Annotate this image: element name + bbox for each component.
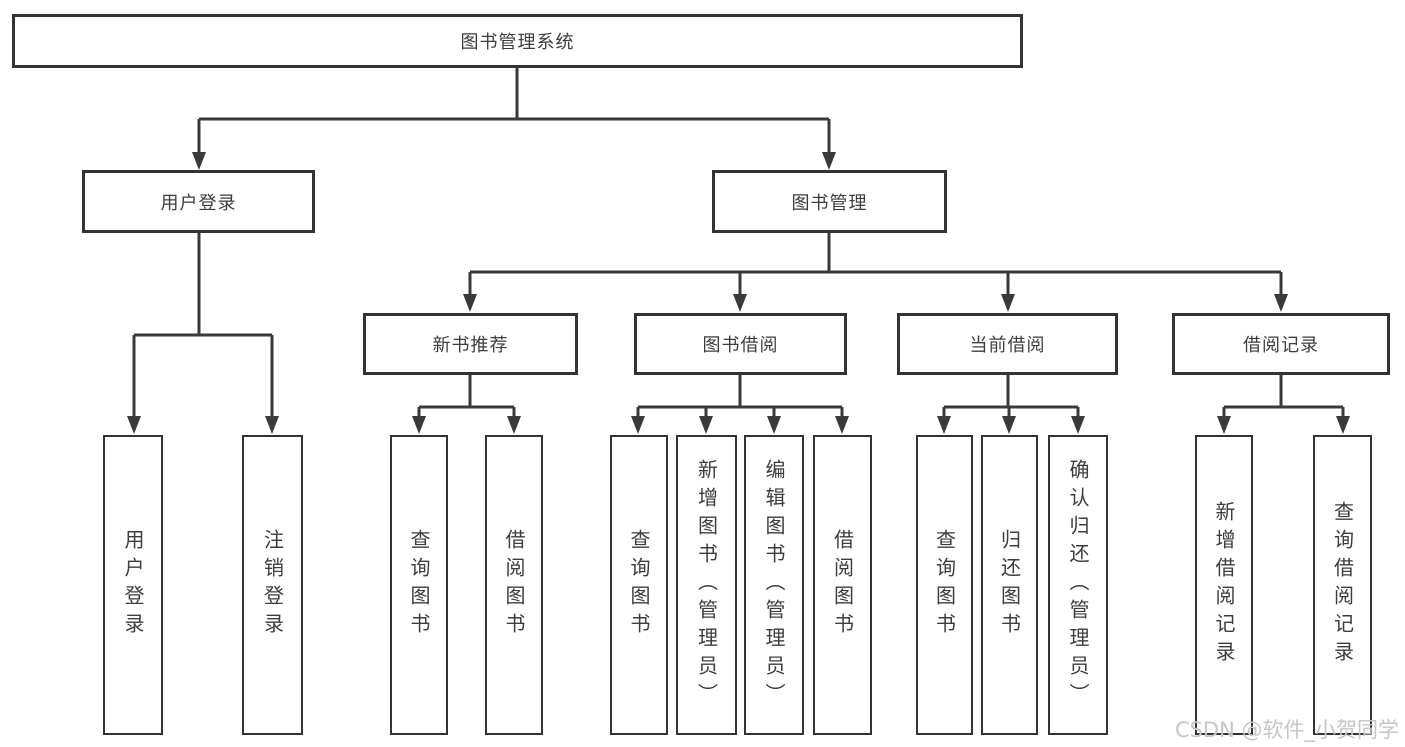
node-root-label: 图书管理系统 — [460, 32, 575, 53]
leaf-current-confirm-label: 确认归还（管理员） — [1066, 459, 1090, 711]
leaf-user-login-label: 用户登录 — [121, 529, 145, 641]
leaf-logout: 注销登录 — [242, 435, 303, 735]
node-book-borrow: 图书借阅 — [634, 313, 847, 375]
leaf-newbook-query-label: 查询图书 — [407, 529, 431, 641]
node-new-book: 新书推荐 — [363, 313, 578, 375]
leaf-user-login: 用户登录 — [103, 435, 163, 735]
leaf-borrow-add: 新增图书（管理员） — [676, 435, 737, 735]
leaf-current-query-label: 查询图书 — [932, 529, 957, 641]
leaf-records-query: 查询借阅记录 — [1313, 435, 1372, 735]
node-new-book-label: 新书推荐 — [432, 335, 509, 356]
leaf-current-return: 归还图书 — [981, 435, 1038, 735]
leaf-records-add: 新增借阅记录 — [1195, 435, 1253, 735]
leaf-borrow-borrow: 借阅图书 — [813, 435, 872, 735]
leaf-newbook-borrow: 借阅图书 — [485, 435, 543, 735]
leaf-borrow-borrow-label: 借阅图书 — [830, 529, 855, 641]
node-borrow-records-label: 借阅记录 — [1243, 335, 1319, 356]
leaf-newbook-query: 查询图书 — [390, 435, 448, 735]
node-book-borrow-label: 图书借阅 — [702, 335, 779, 356]
node-book-mgmt-label: 图书管理 — [791, 192, 868, 214]
connector-lines — [132, 68, 1345, 417]
node-book-mgmt: 图书管理 — [712, 170, 947, 233]
leaf-borrow-edit: 编辑图书（管理员） — [744, 435, 804, 735]
node-current-borrow: 当前借阅 — [897, 313, 1118, 375]
watermark: CSDN @软件_小贺同学 — [1174, 718, 1399, 742]
leaf-current-query: 查询图书 — [916, 435, 973, 735]
leaf-borrow-edit-label: 编辑图书（管理员） — [762, 459, 786, 711]
leaf-current-return-label: 归还图书 — [997, 529, 1022, 641]
node-borrow-records: 借阅记录 — [1172, 313, 1390, 375]
node-current-borrow-label: 当前借阅 — [969, 335, 1046, 356]
leaf-borrow-add-label: 新增图书（管理员） — [694, 459, 719, 711]
leaf-newbook-borrow-label: 借阅图书 — [502, 529, 526, 641]
leaf-borrow-query: 查询图书 — [610, 435, 668, 735]
leaf-records-add-label: 新增借阅记录 — [1212, 501, 1236, 669]
leaf-borrow-query-label: 查询图书 — [627, 529, 651, 641]
leaf-records-query-label: 查询借阅记录 — [1330, 501, 1355, 669]
node-user-login: 用户登录 — [82, 170, 315, 233]
leaf-logout-label: 注销登录 — [260, 529, 285, 641]
leaf-current-confirm: 确认归还（管理员） — [1048, 435, 1108, 735]
node-root: 图书管理系统 — [12, 14, 1023, 68]
node-user-login-label: 用户登录 — [160, 192, 237, 214]
